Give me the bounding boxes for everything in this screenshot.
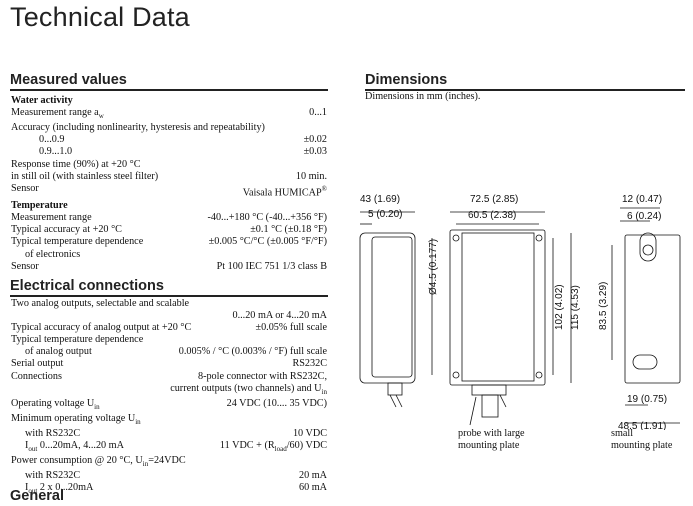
el-outputs-label: Two analog outputs, selectable and scala… [11, 298, 190, 309]
dimensions-heading: Dimensions [365, 72, 448, 88]
slot-top-inner [642, 244, 654, 256]
el-dep-row: of analog output 0.005% / °C (0.003% / °… [25, 346, 327, 358]
el-outputs-row: 0...20 mA or 4...20 mA [232, 310, 327, 322]
electrical-heading: Electrical connections [10, 278, 164, 294]
caption-small-plate: small mounting plate [611, 428, 673, 451]
front-view-probe [481, 394, 499, 418]
side-view-housing [359, 232, 416, 384]
label-115: 115 (4.53) [570, 285, 581, 330]
dimension-drawing: 43 (1.69) 5 (0.20) 72.5 (2.85) 60.5 (2.3… [359, 194, 681, 430]
el-min-rs-row: with RS232C 10 VDC [25, 428, 327, 440]
temperature-subheading: Temperature [11, 200, 68, 212]
label-725: 72.5 (2.85) [470, 194, 518, 205]
label-19: 19 (0.75) [627, 394, 667, 405]
wa-accuracy-label: Accuracy (including nonlinearity, hyster… [11, 122, 265, 134]
wa-range-row: Measurement range aw 0...1 [11, 107, 327, 121]
side-view-connector [387, 382, 403, 396]
electrical-block: Two analog outputs, selectable and scala… [11, 298, 327, 498]
measured-values-rule [10, 89, 328, 91]
wa-acc2-row: 0.9...1.0 ±0.03 [39, 146, 327, 158]
front-view-cable [469, 394, 507, 426]
label-12: 12 (0.47) [622, 194, 662, 205]
wa-acc1-row: 0...0.9 ±0.02 [39, 134, 327, 146]
el-minvolt-label: Minimum operating voltage Uin [11, 412, 141, 426]
el-min-i-row: Iout 0...20mA, 4...20 mA 11 VDC + (Rload… [25, 440, 327, 454]
slot-bottom [632, 354, 658, 370]
t-dependence-row: Typical temperature dependence ±0.005 °C… [11, 236, 327, 248]
el-power-label: Power consumption @ 20 °C, Uin=24VDC [11, 455, 186, 469]
t-dependence-label2: of electronics [25, 248, 81, 260]
el-conn-row2: current outputs (two channels) and Uin [170, 382, 327, 396]
measured-values-block: Water activity Measurement range aw 0...… [11, 94, 327, 273]
t-sensor-row: Sensor Pt 100 IEC 751 1/3 class B [11, 260, 327, 272]
t-range-row: Measurement range -40...+180 °C (-40...+… [11, 212, 327, 224]
label-45: Ø4.5 (0.177) [428, 239, 439, 295]
side-view-inner [371, 236, 413, 378]
el-volt-row: Operating voltage Uin 24 VDC (10.... 35 … [11, 397, 327, 411]
wa-response-row: in still oil (with stainless steel filte… [11, 170, 327, 182]
small-plate [624, 234, 681, 384]
el-accuracy-row: Typical accuracy of analog output at +20… [11, 322, 327, 334]
electrical-rule [10, 295, 328, 297]
hole-bottom-left [452, 371, 460, 379]
label-835: 83.5 (3.29) [598, 282, 609, 330]
dimensions-caption: Dimensions in mm (inches). [365, 91, 481, 102]
general-heading: General [10, 488, 64, 504]
wa-response-label: Response time (90%) at +20 °C [11, 158, 141, 170]
t-accuracy-row: Typical accuracy at +20 °C ±0.1 °C (±0.1… [11, 224, 327, 236]
label-6: 6 (0.24) [627, 211, 661, 222]
hole-top-right [535, 234, 543, 242]
front-view-plate [449, 229, 546, 386]
hole-top-left [452, 234, 460, 242]
slot-top [639, 232, 657, 262]
label-102: 102 (4.02) [554, 284, 565, 330]
hole-bottom-right [535, 371, 543, 379]
label-5: 5 (0.20) [368, 209, 402, 220]
water-activity-subheading: Water activity [11, 95, 73, 106]
page-title: Technical Data [10, 2, 190, 32]
dimensions-rule [365, 89, 685, 91]
label-485: 48.5 (1.91) [618, 421, 666, 430]
el-pw-i-row: Iout 2 x 0...20mA 60 mA [25, 482, 327, 496]
side-view-cable [389, 394, 403, 408]
front-view-connector [471, 384, 507, 396]
measured-values-heading: Measured values [10, 72, 127, 88]
label-605: 60.5 (2.38) [468, 210, 516, 221]
caption-large-plate: probe with large mounting plate [458, 428, 525, 451]
wa-sensor-row: Sensor Vaisala HUMICAP® [11, 182, 327, 199]
el-conn-row: Connections 8-pole connector with RS232C… [11, 370, 327, 382]
el-pw-rs-row: with RS232C 20 mA [25, 470, 327, 482]
el-serial-row: Serial output RS232C [11, 358, 327, 370]
label-43: 43 (1.69) [360, 194, 400, 205]
front-view-body [461, 232, 535, 382]
el-dep-label: Typical temperature dependence [11, 334, 144, 346]
